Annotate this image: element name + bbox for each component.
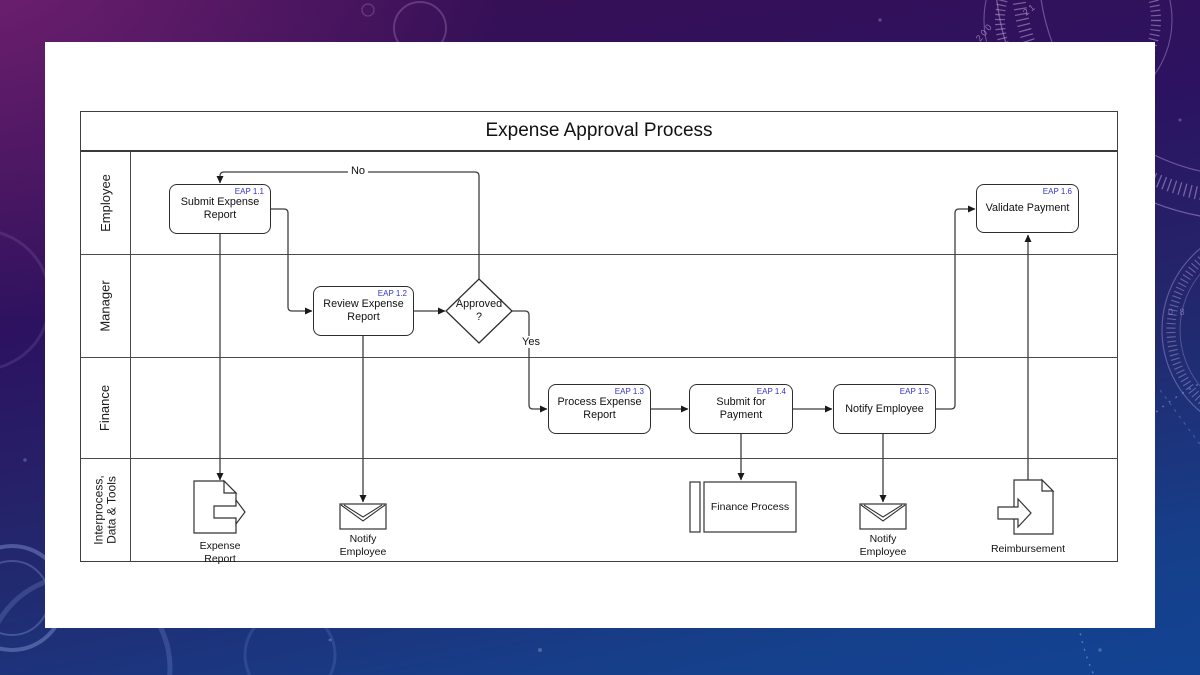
chart-title: Expense Approval Process [485,120,713,141]
caption-expense-report: Expense Report [199,540,241,565]
compass-decoration: 0 8 [1159,247,1200,446]
chart-title-bar: Expense Approval Process [81,112,1117,152]
lane-label-employee: Employee [81,152,131,254]
edge-label-no: No [347,165,369,177]
expense-approval-flowchart: Expense Approval Process Employee Manage… [80,111,1118,565]
task-label: Review Expense Report [323,298,404,323]
task-review-expense-report: EAP 1.2 Review Expense Report [313,286,414,336]
lane-label-finance: Finance [81,358,131,458]
task-label: Submit Expense Report [180,196,260,221]
task-label: Submit for Payment [716,396,766,421]
task-submit-expense-report: EAP 1.1 Submit Expense Report [169,184,271,234]
task-validate-payment: EAP 1.6 Validate Payment [976,184,1079,233]
lane-label-manager: Manager [81,255,131,357]
gauge-number-right: 21 [1021,1,1038,18]
document-input-icon [997,478,1055,535]
lane-manager: Manager [81,255,1117,358]
gateway-approved-label: Approved ? [455,298,503,323]
edge-label-yes: Yes [519,336,543,348]
caption-reimbursement: Reimbursement [990,543,1066,555]
lane-finance: Finance [81,358,1117,459]
task-process-expense-report: EAP 1.3 Process Expense Report [548,384,651,434]
task-id-badge: EAP 1.3 [614,387,644,396]
connector-notify-to-validate [936,205,976,410]
task-id-badge: EAP 1.6 [1042,187,1072,196]
message-icon-2 [859,503,907,530]
lane-interprocess: Interprocess, Data & Tools [81,459,1117,561]
caption-notify-employee-1: Notify Employee [339,533,387,558]
task-notify-employee: EAP 1.5 Notify Employee [833,384,936,434]
task-submit-for-payment: EAP 1.4 Submit for Payment [689,384,793,434]
connector-layer [193,171,1055,535]
connector-submit-to-review [271,208,313,315]
subprocess-finance-process-label: Finance Process [710,501,790,513]
task-id-badge: EAP 1.1 [234,187,264,196]
task-label: Process Expense Report [557,396,642,421]
task-label: Validate Payment [985,202,1070,214]
subprocess-icon [689,481,797,533]
lane-employee: Employee [81,152,1117,255]
task-label: Notify Employee [845,402,924,415]
message-icon-1 [339,503,387,530]
gateway-approved-shape [445,278,513,344]
task-id-badge: EAP 1.4 [756,387,786,396]
task-id-badge: EAP 1.2 [377,289,407,298]
slide-canvas: Expense Approval Process Employee Manage… [45,42,1155,628]
connector-yes-to-process [512,310,548,413]
document-output-icon [193,479,246,534]
flow-connectors [216,171,1032,503]
gauge-number-left: 200 [974,21,995,44]
compass-number: 0 8 [1168,307,1187,317]
lane-label-interprocess: Interprocess, Data & Tools [81,459,131,561]
caption-notify-employee-2: Notify Employee [859,533,907,558]
task-id-badge: EAP 1.5 [899,387,929,396]
